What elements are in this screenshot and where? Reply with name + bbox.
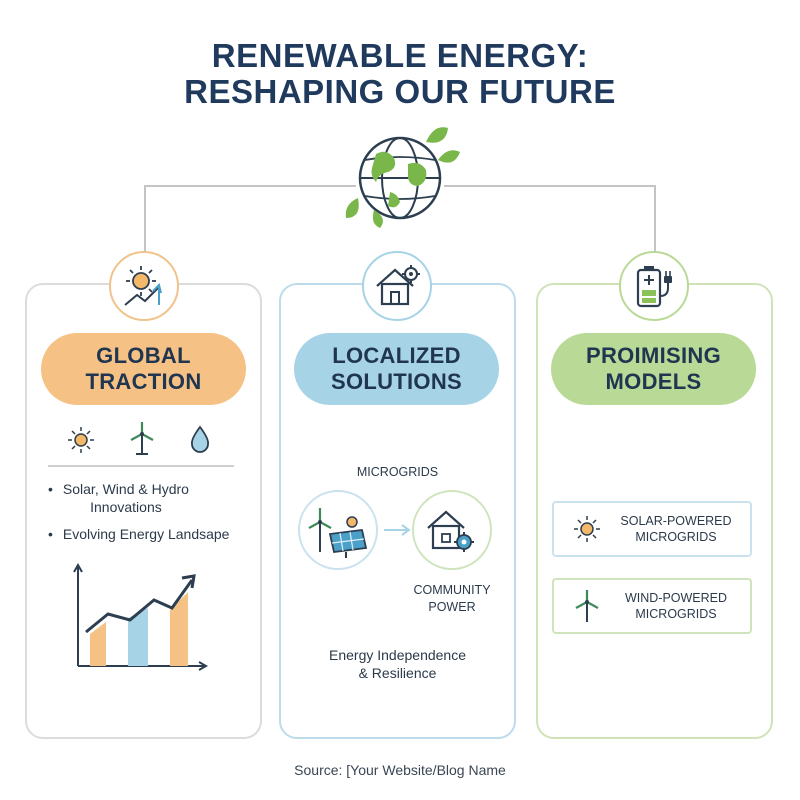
model-line2: MICROGRIDS bbox=[635, 607, 717, 621]
global-bullet-2: • Evolving Energy Landsape bbox=[48, 526, 230, 542]
localized-heading-line2: SOLUTIONS bbox=[330, 369, 463, 394]
localized-badge bbox=[362, 251, 432, 321]
bullet-text: Solar, Wind & Hydro bbox=[62, 481, 189, 497]
community-line1: COMMUNITY bbox=[413, 583, 491, 597]
community-badge bbox=[412, 490, 492, 570]
bullet-text: Innovations bbox=[90, 499, 162, 515]
house-gear-icon bbox=[376, 265, 420, 306]
source-credit: Source: [Your Website/Blog Name bbox=[294, 762, 506, 778]
localized-heading-line1: LOCALIZED bbox=[332, 343, 461, 368]
bullet-text: Evolving Energy Landsape bbox=[62, 526, 230, 542]
house-gear-icon bbox=[427, 510, 474, 552]
microgrid-badge bbox=[298, 490, 378, 570]
wind-turbine-icon bbox=[130, 422, 154, 455]
sun-icon bbox=[574, 516, 600, 542]
global-badge bbox=[109, 251, 179, 321]
page-title-line1: RENEWABLE ENERGY: bbox=[211, 37, 589, 74]
model-line1: SOLAR-POWERED bbox=[620, 514, 732, 528]
benefit-line2: & Resilience bbox=[358, 665, 437, 681]
wind-microgrid-label: WIND-POWERED MICROGRIDS bbox=[602, 590, 750, 622]
page-title-line2: RESHAPING OUR FUTURE bbox=[184, 73, 616, 110]
global-heading-line2: TRACTION bbox=[85, 369, 202, 394]
model-line2: MICROGRIDS bbox=[635, 530, 717, 544]
growth-chart-icon bbox=[73, 562, 209, 671]
benefit-line1: Energy Independence bbox=[329, 647, 466, 663]
promising-heading-line2: MODELS bbox=[605, 369, 702, 394]
solar-microgrid-label: SOLAR-POWERED MICROGRIDS bbox=[602, 513, 750, 545]
wind-microgrid-box: WIND-POWERED MICROGRIDS bbox=[552, 578, 752, 634]
solar-panel-turbine-icon bbox=[308, 508, 368, 558]
global-divider bbox=[48, 465, 234, 467]
community-power-label: COMMUNITY POWER bbox=[392, 582, 512, 616]
water-drop-icon bbox=[191, 425, 209, 453]
model-line1: WIND-POWERED bbox=[624, 591, 728, 605]
energy-independence-text: Energy Independence & Resilience bbox=[279, 646, 516, 682]
solar-microgrid-box: SOLAR-POWERED MICROGRIDS bbox=[552, 501, 752, 557]
community-line2: POWER bbox=[428, 600, 476, 614]
battery-plug-icon bbox=[636, 266, 672, 308]
globe-leaves-icon bbox=[345, 127, 460, 228]
sun-icon bbox=[68, 427, 94, 453]
promising-badge bbox=[619, 251, 689, 321]
arrow-right-icon bbox=[384, 524, 411, 536]
sun-growth-icon bbox=[124, 266, 162, 306]
global-heading-line1: GLOBAL bbox=[96, 343, 191, 368]
promising-heading-line1: PROIMISING bbox=[585, 343, 721, 368]
wind-turbine-icon bbox=[575, 590, 599, 622]
microgrids-label: MICROGRIDS bbox=[356, 465, 439, 479]
